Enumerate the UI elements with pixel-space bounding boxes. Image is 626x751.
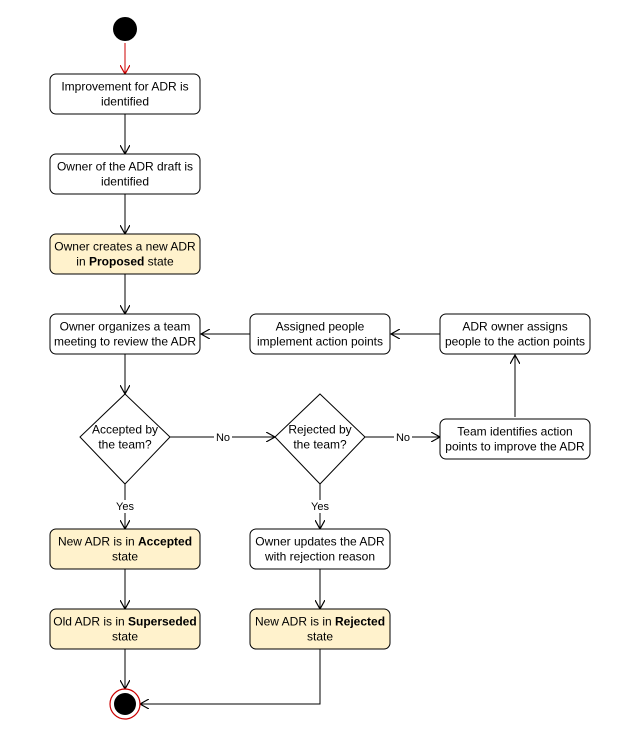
- label-line: ADR owner assigns: [462, 320, 567, 334]
- label-line: Accepted by: [92, 423, 158, 437]
- label-line: people to the action points: [445, 335, 585, 349]
- edge-label-d2-no: No: [396, 432, 410, 444]
- label-line: Owner organizes a team: [60, 320, 191, 334]
- label-line: Old ADR is in Superseded: [53, 615, 196, 629]
- label-line: Team identifies action: [457, 425, 572, 439]
- label-line: identified: [101, 95, 149, 109]
- edges: [125, 43, 515, 704]
- label-line: state: [307, 630, 333, 644]
- label-line: with rejection reason: [264, 550, 375, 564]
- label-line: implement action points: [257, 335, 383, 349]
- end-node: [109, 688, 141, 720]
- label-line: Improvement for ADR is: [61, 80, 188, 94]
- edge-n11-end: [140, 649, 321, 704]
- label-line: Owner creates a new ADR: [54, 240, 196, 254]
- label-line: state: [112, 550, 138, 564]
- label-line: the team?: [98, 438, 152, 452]
- start-node: [113, 17, 137, 41]
- edge-label-d2-yes: Yes: [311, 501, 329, 513]
- label-line: New ADR is in Rejected: [255, 615, 385, 629]
- label-line: meeting to review the ADR: [54, 335, 196, 349]
- label-line: the team?: [293, 438, 347, 452]
- label-line: identified: [101, 175, 149, 189]
- label-line: Owner of the ADR draft is: [57, 160, 193, 174]
- label-line: points to improve the ADR: [445, 440, 585, 454]
- label-line: in Proposed state: [76, 255, 174, 269]
- label-line: New ADR is in Accepted: [58, 535, 192, 549]
- edge-labels: No No Yes Yes: [113, 431, 412, 513]
- label-line: state: [112, 630, 138, 644]
- edge-label-d1-no: No: [216, 432, 230, 444]
- label-line: Owner updates the ADR: [255, 535, 385, 549]
- edge-label-d1-yes: Yes: [116, 501, 134, 513]
- label-line: Rejected by: [288, 423, 351, 437]
- label-line: Assigned people: [276, 320, 365, 334]
